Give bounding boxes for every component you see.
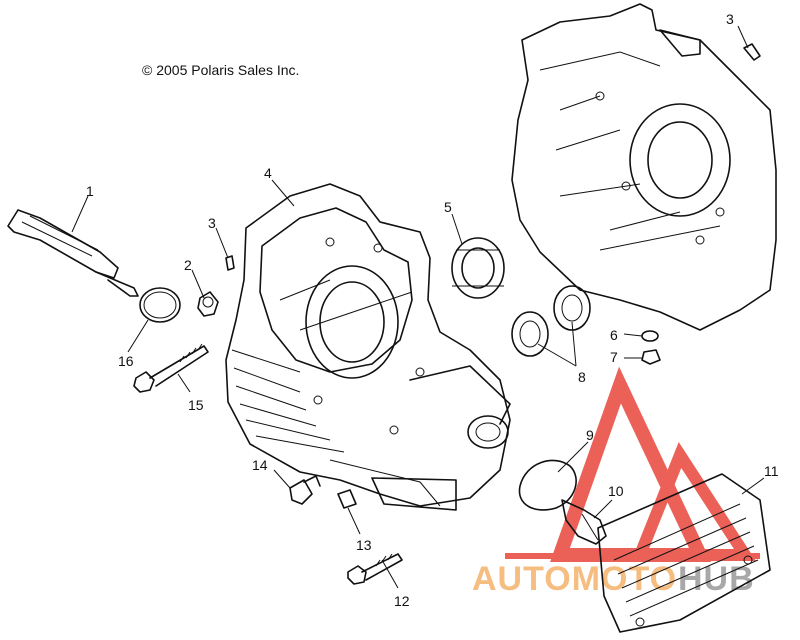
part-gasket xyxy=(518,459,577,511)
callout-7: 7 xyxy=(610,349,618,365)
callout-16: 16 xyxy=(118,353,134,369)
part-pin-right xyxy=(743,43,761,61)
part-bearing-pair xyxy=(511,285,591,357)
callout-2: 2 xyxy=(184,257,192,273)
part-cover-plate xyxy=(597,473,771,633)
leader-lines xyxy=(71,25,765,589)
callout-13: 13 xyxy=(356,537,372,553)
callout-9: 9 xyxy=(586,427,594,443)
part-pin-left xyxy=(225,255,235,271)
part-dowel xyxy=(197,291,219,317)
watermark-logo: AUTOMOTO HUB xyxy=(472,366,760,598)
part-bearing-large xyxy=(451,237,505,299)
callout-1: 1 xyxy=(86,183,94,199)
copyright-notice: © 2005 Polaris Sales Inc. xyxy=(142,62,300,78)
part-crankcase-left xyxy=(225,183,511,511)
part-nut xyxy=(641,349,661,365)
part-washer xyxy=(641,330,659,342)
part-fitting xyxy=(561,499,607,545)
callout-4: 4 xyxy=(264,165,272,181)
part-plug xyxy=(337,489,357,509)
part-dipstick xyxy=(7,209,139,297)
part-short-bolt xyxy=(347,553,403,585)
callout-3-right: 3 xyxy=(726,11,734,27)
callout-labels: 1 2 3 3 4 5 6 7 8 9 10 11 12 13 14 15 16 xyxy=(86,11,779,609)
part-long-bolt xyxy=(133,343,209,393)
callout-14: 14 xyxy=(252,457,268,473)
callout-10: 10 xyxy=(608,483,624,499)
watermark-word-automoto: AUTOMOTO xyxy=(472,560,677,598)
watermark-word-hub: HUB xyxy=(678,560,755,598)
part-o-ring xyxy=(139,287,181,323)
callout-6: 6 xyxy=(610,327,618,343)
part-crankcase-right xyxy=(511,3,777,331)
callout-12: 12 xyxy=(394,593,410,609)
callout-11: 11 xyxy=(764,463,779,479)
part-drain-plug xyxy=(289,475,321,505)
callout-3-left: 3 xyxy=(208,215,216,231)
callout-15: 15 xyxy=(188,397,204,413)
callout-5: 5 xyxy=(444,199,452,215)
callout-8: 8 xyxy=(578,369,586,385)
